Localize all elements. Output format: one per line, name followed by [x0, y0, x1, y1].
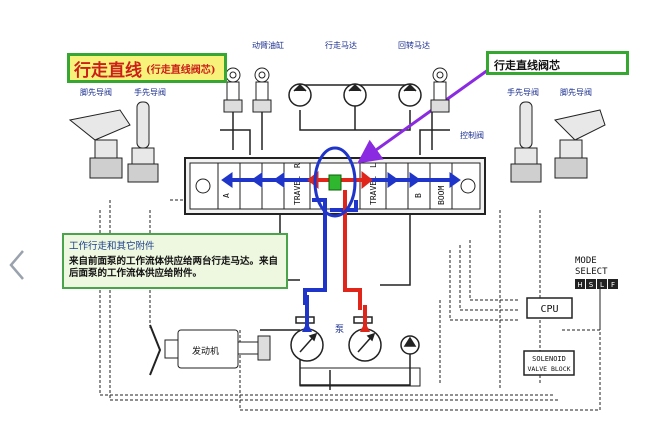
mode-keys[interactable]: H S L F — [575, 279, 618, 289]
solenoid-line2: VALVE BLOCK — [527, 365, 570, 373]
mode-select-line1: MODE — [575, 256, 597, 266]
spool-travel-left-label: TRAVEL — [293, 176, 302, 205]
pump-assembly — [290, 316, 420, 362]
spool-travel-right-label: TRAVEL — [369, 176, 378, 205]
description-box: 工作行走和其它附件 来自前面泵的工作流体供应给两台行走马达。来自后面泵的工作流体… — [62, 233, 288, 289]
tank — [299, 367, 421, 387]
mode-key-f-label: F — [611, 281, 615, 289]
mode-key-s-label: S — [589, 281, 594, 289]
callout-arrow — [357, 68, 489, 164]
swing-cylinder — [430, 67, 450, 113]
cpu-label: CPU — [540, 304, 558, 315]
travel-straight-spool — [313, 146, 357, 218]
mode-select-line2: SELECT — [575, 267, 608, 277]
left-pilot-valves — [68, 101, 159, 183]
title-main: 行走直线 — [74, 60, 142, 81]
pilot-lines — [99, 199, 601, 411]
title-sub: (行走直线阀芯) — [146, 64, 216, 76]
mode-key-l-label: L — [600, 281, 604, 289]
control-valve-block — [184, 157, 486, 215]
spool-boom-label: BOOM — [437, 186, 446, 205]
spool-b-label: B — [414, 193, 423, 198]
chevron-left-icon[interactable] — [6, 248, 28, 282]
control-valve-label: 控制阀 — [460, 131, 484, 140]
mode-select-panel: MODE SELECT — [575, 256, 608, 277]
engine-label: 发动机 — [192, 347, 220, 357]
boom-cylinders — [223, 67, 272, 113]
right-foot-pilot-label: 脚先导阀 — [560, 88, 592, 97]
description-text: 来自前面泵的工作流体供应给两台行走马达。来自后面泵的工作流体供应给附件。 — [69, 256, 279, 279]
travel-motors — [288, 83, 422, 107]
left-hand-pilot-label: 手先导阀 — [134, 88, 166, 97]
front-pump-flow — [221, 172, 461, 305]
solenoid-line1: SOLENOID — [532, 355, 566, 363]
mode-key-l[interactable] — [597, 279, 607, 289]
mode-key-h-label: H — [577, 281, 582, 289]
mode-key-f[interactable] — [608, 279, 618, 289]
engine — [149, 324, 271, 376]
right-hand-pilot-label: 手先导阀 — [507, 88, 539, 97]
swing-motor-label: 回转马达 — [398, 41, 430, 50]
right-pilot-valves — [510, 101, 606, 183]
mode-key-h[interactable] — [575, 279, 585, 289]
travel-motor-label: 行走马达 — [325, 41, 357, 50]
description-title: 工作行走和其它附件 — [69, 241, 155, 252]
spool-l-label: L — [369, 163, 378, 168]
cpu-block: CPU — [526, 297, 573, 319]
callout-box: 行走直线阀芯 — [486, 51, 629, 75]
spool-r-label: R — [293, 163, 302, 168]
pump-flow-stubs — [302, 295, 370, 332]
left-foot-pilot-label: 脚先导阀 — [80, 88, 112, 97]
pump-label: 泵 — [335, 325, 345, 335]
spool-a-label: A — [222, 193, 231, 198]
solenoid-valve-block: SOLENOID VALVE BLOCK — [523, 350, 575, 376]
title-box: 行走直线 (行走直线阀芯) — [67, 53, 227, 83]
boom-cylinder-label: 动臂油缸 — [252, 41, 284, 50]
mode-key-s[interactable] — [586, 279, 596, 289]
